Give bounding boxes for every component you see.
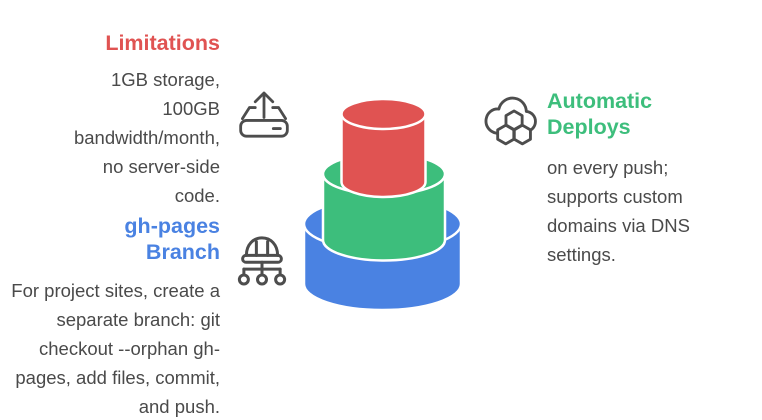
gh-pages-body: For project sites, create a separate bra… (11, 280, 220, 417)
gh-pages-title: gh-pages Branch (124, 214, 220, 264)
tier-top-top-face (340, 97, 427, 131)
automatic-deploys-body: on every push; supports custom domains v… (547, 157, 690, 265)
stacked-cylinders-diagram (295, 90, 470, 315)
cloud-hexagons-icon (482, 91, 539, 148)
hardhat-sitemap-icon (232, 231, 292, 291)
limitations-title: Limitations (105, 31, 220, 55)
upload-tray-icon (236, 86, 292, 142)
automatic-deploys-title: Automatic Deploys (547, 89, 653, 139)
right-text-column: Automatic Deploys on every push; support… (547, 88, 737, 269)
tier-middle-body (321, 172, 447, 262)
tier-top-body (340, 112, 427, 199)
left-text-column: Limitations 1GB storage, 100GB bandwidth… (0, 30, 220, 420)
limitations-body: 1GB storage, 100GB bandwidth/month, no s… (73, 69, 220, 206)
